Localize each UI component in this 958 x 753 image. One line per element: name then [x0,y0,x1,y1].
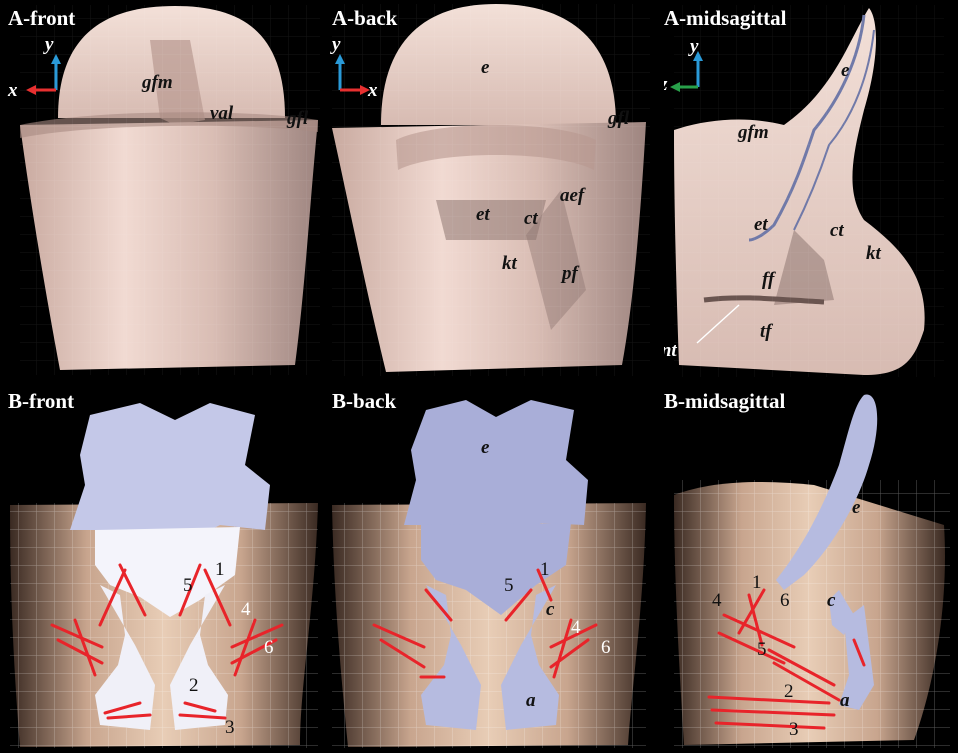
label-et: et [754,214,768,236]
label-c: c [827,590,835,612]
label-tf: tf [760,321,772,343]
panel-b-back: B-back e 1 5 c 4 6 a [326,385,664,753]
label-ff: ff [762,269,774,291]
label-gfl: gfl [608,108,629,130]
muscle-number-4: 4 [241,599,251,621]
panel-a-back: A-back y x e gfl et ct aef kt pf [326,0,664,385]
muscle-number-5: 5 [757,639,767,661]
label-val: val [210,103,233,125]
panel-b-midsagittal: B-midsagittal e 1 4 6 c 5 2 a 3 [664,385,958,753]
label-gfm: gfm [738,122,769,144]
label-kt: kt [866,243,881,265]
b-front-model [0,385,326,753]
muscle-number-5: 5 [504,575,514,597]
muscle-number-1: 1 [215,559,225,581]
label-e: e [481,57,489,79]
panel-a-midsagittal: A-midsagittal y z e gfm et ct kt ff vent… [664,0,958,385]
muscle-number-4: 4 [712,590,722,612]
label-ct: ct [830,220,844,242]
axis-y-label: y [45,34,53,56]
axis-x-label: x [8,80,18,102]
muscle-number-6: 6 [780,590,790,612]
muscle-number-2: 2 [189,675,199,697]
label-e: e [852,497,860,519]
b-mid-model [664,385,958,753]
muscle-number-5: 5 [183,575,193,597]
muscle-number-4: 4 [571,617,581,639]
label-e: e [841,60,849,82]
axis-y-label: y [332,34,340,56]
label-c: c [546,599,554,621]
b-back-model [326,385,664,753]
axis-triad [20,50,80,110]
label-e: e [481,437,489,459]
muscle-number-3: 3 [225,717,235,739]
label-gfm: gfm [142,72,173,94]
axis-y-label: y [690,36,698,58]
panel-title: B-front [8,389,74,414]
label-pf: pf [562,263,578,285]
panel-title: A-front [8,6,75,31]
panel-b-front: B-front 1 5 4 6 2 3 [0,385,326,753]
label-kt: kt [502,253,517,275]
label-a: a [840,690,850,712]
label-gfl: gfl [287,108,308,130]
muscle-number-2: 2 [784,681,794,703]
muscle-number-1: 1 [540,559,550,581]
panel-title: B-midsagittal [664,389,785,414]
label-vent: vent [664,340,677,362]
label-ct: ct [524,208,538,230]
muscle-number-6: 6 [264,637,274,659]
panel-a-front: A-front y x gfm val gfl [0,0,326,385]
muscle-number-6: 6 [601,637,611,659]
muscle-number-1: 1 [752,572,762,594]
label-et: et [476,204,490,226]
label-aef: aef [560,185,584,207]
muscle-number-3: 3 [789,719,799,741]
panel-title: A-midsagittal [664,6,787,31]
label-a: a [526,690,536,712]
panel-title: A-back [332,6,397,31]
axis-x-label: x [368,80,378,102]
panel-title: B-back [332,389,396,414]
axis-z-label: z [664,74,667,96]
